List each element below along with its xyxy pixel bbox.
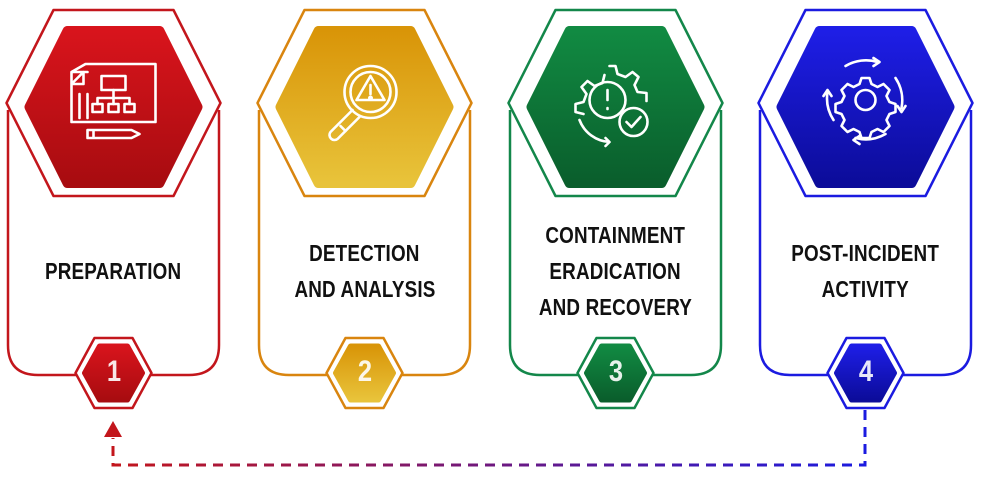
plan-diagram-icon bbox=[70, 62, 157, 140]
icon-hexagon bbox=[526, 26, 705, 188]
step-card-1 bbox=[5, 8, 222, 410]
step-title-line: POST-INCIDENT bbox=[791, 240, 940, 266]
step-title-line: PREPARATION bbox=[45, 258, 182, 284]
step-title-line: DETECTION bbox=[309, 240, 420, 266]
step-title-line: AND RECOVERY bbox=[538, 294, 693, 320]
arrow-up-icon bbox=[104, 421, 122, 437]
step-title: POST-INCIDENT ACTIVITY bbox=[760, 216, 971, 326]
step-badge bbox=[333, 343, 396, 403]
magnifier-warning-icon bbox=[328, 64, 398, 142]
step-title: PREPARATION bbox=[8, 216, 219, 326]
dashed-connector-line bbox=[111, 410, 867, 467]
step-title-line: CONTAINMENT bbox=[545, 222, 686, 248]
gear-alert-check-icon bbox=[574, 64, 649, 148]
step-title-line: ERADICATION bbox=[549, 258, 682, 284]
icon-hexagon bbox=[275, 26, 454, 188]
step-card-2 bbox=[256, 8, 473, 410]
step-badge bbox=[82, 343, 145, 403]
step-number: 2 bbox=[357, 355, 372, 388]
icon-hexagon bbox=[24, 26, 203, 188]
step-badge bbox=[834, 343, 897, 403]
step-number: 1 bbox=[106, 355, 121, 388]
step-card-4 bbox=[757, 8, 974, 410]
step-title: CONTAINMENT ERADICATION AND RECOVERY bbox=[510, 216, 721, 326]
step-title-line: ACTIVITY bbox=[821, 276, 910, 302]
feedback-loop-connector bbox=[104, 410, 867, 467]
step-title: DETECTION AND ANALYSIS bbox=[259, 216, 470, 326]
step-badge bbox=[584, 343, 647, 403]
step-number: 4 bbox=[858, 355, 873, 388]
gear-cycle-icon bbox=[822, 56, 907, 146]
icon-hexagon bbox=[776, 26, 955, 188]
step-title-line: AND ANALYSIS bbox=[293, 276, 435, 302]
step-card-3 bbox=[507, 8, 724, 410]
step-number: 3 bbox=[608, 355, 623, 388]
